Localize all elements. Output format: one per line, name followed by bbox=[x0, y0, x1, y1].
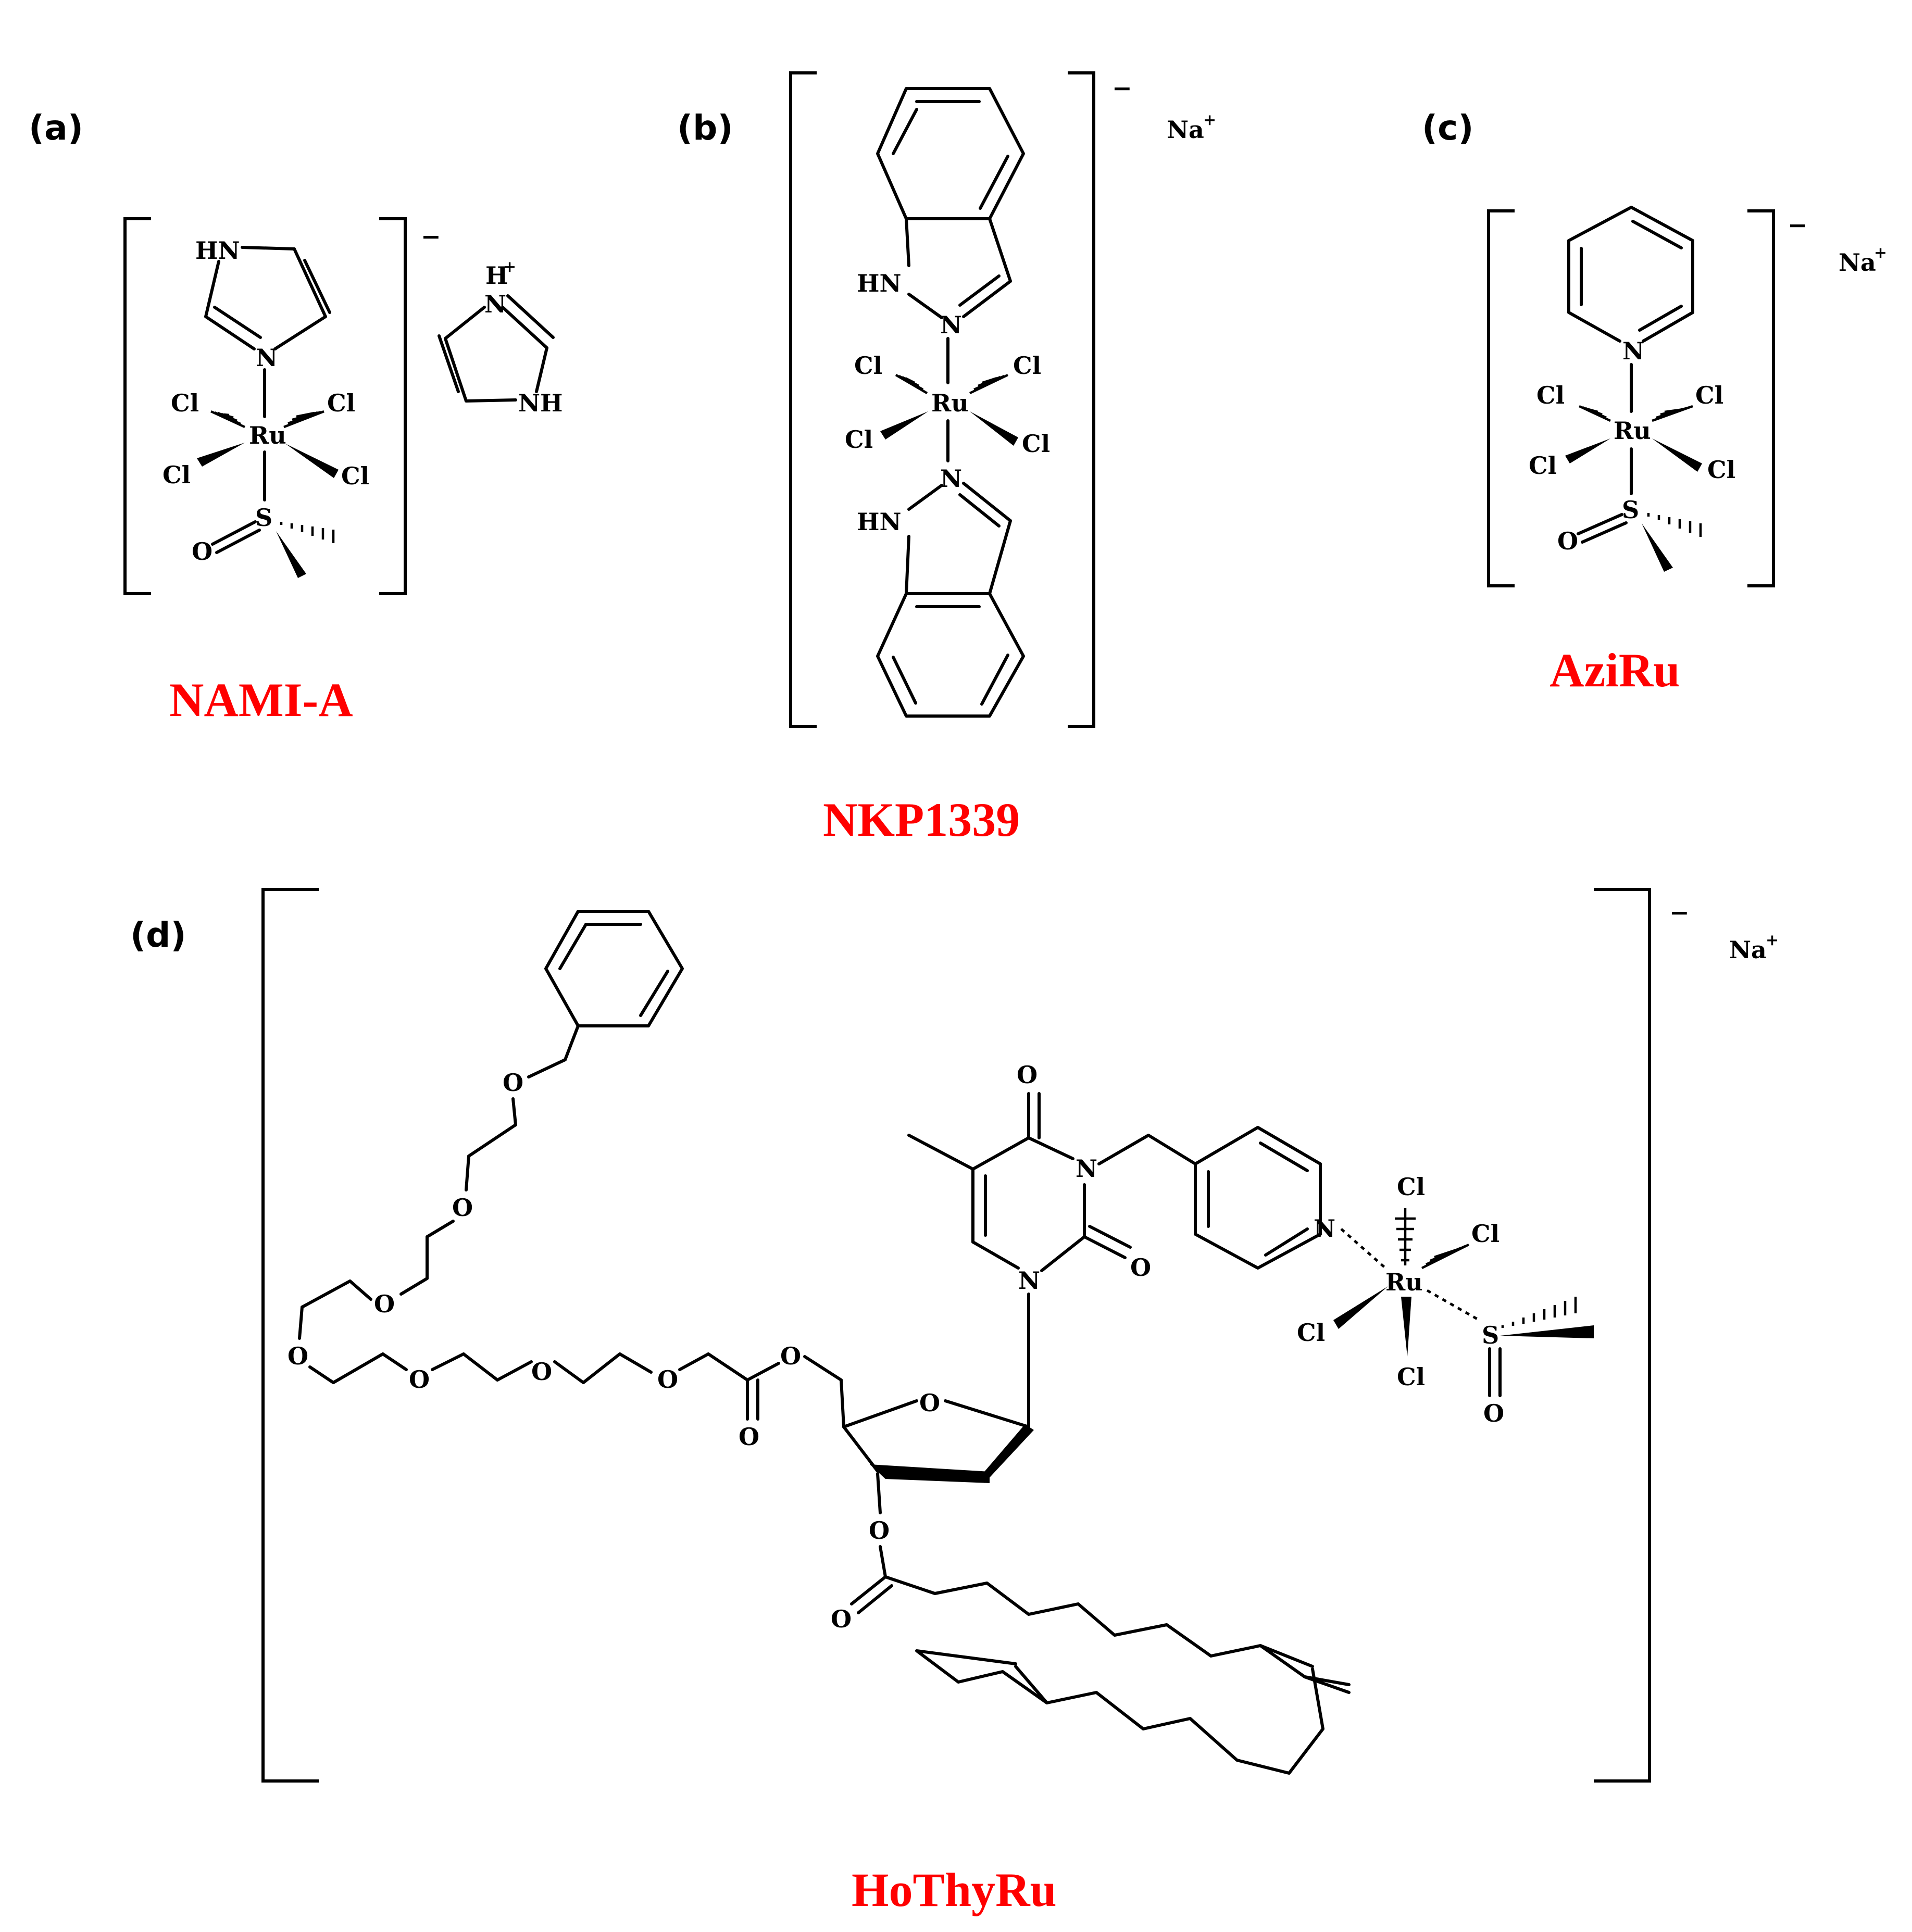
atom-cl: Cl bbox=[1022, 430, 1050, 458]
atom-cl: Cl bbox=[1529, 451, 1557, 480]
bracket-left bbox=[261, 888, 319, 1783]
atom-o: O bbox=[869, 1516, 890, 1545]
indazole-ligand-bottom: N HN bbox=[857, 465, 1025, 718]
atom-cl: Cl bbox=[163, 461, 191, 489]
anion-charge: − bbox=[421, 222, 441, 250]
pyridine-ligand: N bbox=[1567, 206, 1694, 365]
atom-n: N bbox=[256, 344, 278, 372]
atom-s: S bbox=[1482, 1321, 1499, 1349]
benzyl-peg-chain: O O O O O O O bbox=[288, 910, 845, 1451]
indazole-ligand-top: HN N bbox=[857, 87, 1025, 339]
atom-cl: Cl bbox=[1536, 381, 1565, 409]
counter-ion-charge: + bbox=[1203, 111, 1216, 129]
anion-charge: − bbox=[1112, 74, 1132, 102]
anion-charge: − bbox=[1669, 898, 1690, 926]
atom-h: H bbox=[485, 261, 508, 290]
atom-o: O bbox=[374, 1290, 395, 1318]
atom-o: O bbox=[739, 1423, 759, 1451]
counter-ion-na: Na bbox=[1167, 116, 1204, 144]
imidazolium-cation: H + N NH bbox=[438, 258, 563, 417]
compound-name-hothyru: HoThyRu bbox=[852, 1863, 1057, 1916]
atom-o: O bbox=[192, 537, 213, 566]
atom-ru: Ru bbox=[1614, 417, 1651, 445]
panel-a-label: (a) bbox=[29, 108, 83, 148]
atom-ru: Ru bbox=[249, 421, 286, 449]
ruthenium-center: Ru Cl Cl Cl Cl S O bbox=[1297, 1173, 1594, 1427]
compound-name-aziru: AziRu bbox=[1549, 644, 1680, 697]
atom-o: O bbox=[657, 1365, 678, 1394]
panel-d-label: (d) bbox=[130, 915, 186, 955]
atom-n: N bbox=[1622, 337, 1644, 365]
panel-a-nami-a: (a) − HN N Ru Cl Cl Cl Cl S O bbox=[29, 108, 563, 726]
atom-cl: Cl bbox=[1471, 1220, 1499, 1248]
atom-s: S bbox=[255, 504, 272, 532]
bracket-right bbox=[1594, 888, 1651, 1783]
atom-o: O bbox=[503, 1069, 523, 1097]
bracket-left bbox=[1487, 209, 1515, 587]
atom-cl: Cl bbox=[1397, 1363, 1425, 1391]
bracket-left bbox=[789, 71, 817, 728]
atom-o: O bbox=[831, 1605, 852, 1633]
deoxyribose-ring: O O O bbox=[831, 1293, 1034, 1633]
panel-d-hothyru: (d) − Na + O O O O bbox=[130, 888, 1779, 1916]
atom-n: N bbox=[940, 465, 962, 493]
anion-charge: − bbox=[1788, 211, 1808, 239]
cation-charge: + bbox=[503, 258, 516, 276]
atom-n: N bbox=[1018, 1266, 1040, 1295]
counter-ion-na: Na bbox=[1729, 936, 1767, 964]
bracket-right bbox=[379, 217, 407, 595]
atom-hn: HN bbox=[195, 236, 240, 265]
pyridine-ligand: N bbox=[1194, 1126, 1335, 1270]
counter-ion-na: Na bbox=[1839, 248, 1876, 277]
compound-name-nkp1339: NKP1339 bbox=[823, 793, 1020, 846]
thymine-base: N O N O bbox=[907, 1061, 1197, 1295]
atom-n: N bbox=[484, 290, 506, 318]
atom-o: O bbox=[452, 1194, 473, 1222]
atom-o: O bbox=[780, 1342, 801, 1370]
panel-c-aziru: (c) − Na + N Ru Cl Cl Cl Cl S bbox=[1422, 108, 1887, 697]
atom-o: O bbox=[1483, 1399, 1504, 1427]
atom-cl: Cl bbox=[1297, 1319, 1325, 1347]
bracket-left bbox=[123, 217, 151, 595]
panel-b-label: (b) bbox=[677, 108, 733, 148]
atom-o: O bbox=[1130, 1253, 1151, 1282]
compound-name-nami-a: NAMI-A bbox=[169, 673, 353, 726]
oleyl-chain bbox=[884, 1575, 1351, 1775]
atom-o: O bbox=[919, 1389, 940, 1417]
atom-cl: Cl bbox=[854, 352, 882, 380]
atom-hn: HN bbox=[857, 269, 902, 297]
atom-nh: NH bbox=[518, 389, 563, 417]
atom-o: O bbox=[288, 1342, 308, 1370]
panel-c-label: (c) bbox=[1422, 108, 1473, 148]
atom-n: N bbox=[1314, 1214, 1335, 1243]
atom-hn: HN bbox=[857, 508, 902, 536]
counter-ion-charge: + bbox=[1874, 244, 1887, 262]
atom-ru: Ru bbox=[931, 389, 969, 417]
bracket-right bbox=[1068, 71, 1095, 728]
atom-cl: Cl bbox=[1397, 1173, 1425, 1201]
atom-cl: Cl bbox=[1695, 381, 1723, 409]
atom-cl: Cl bbox=[171, 389, 199, 417]
counter-ion-charge: + bbox=[1766, 931, 1779, 949]
atom-ru: Ru bbox=[1385, 1268, 1423, 1296]
panel-b-nkp1339: (b) − Na + HN N Ru Cl Cl Cl Cl bbox=[677, 71, 1216, 846]
atom-o: O bbox=[1017, 1061, 1038, 1089]
atom-cl: Cl bbox=[845, 425, 873, 454]
atom-o: O bbox=[409, 1365, 430, 1394]
atom-o: O bbox=[1557, 527, 1578, 555]
atom-cl: Cl bbox=[1707, 456, 1735, 484]
bracket-right bbox=[1747, 209, 1775, 587]
atom-n: N bbox=[940, 311, 962, 339]
imidazole-ligand: HN N bbox=[195, 236, 331, 372]
atom-cl: Cl bbox=[341, 462, 369, 490]
atom-o: O bbox=[531, 1358, 552, 1386]
atom-n: N bbox=[1076, 1155, 1097, 1183]
atom-cl: Cl bbox=[1013, 352, 1041, 380]
atom-s: S bbox=[1622, 496, 1639, 524]
atom-cl: Cl bbox=[327, 389, 355, 417]
